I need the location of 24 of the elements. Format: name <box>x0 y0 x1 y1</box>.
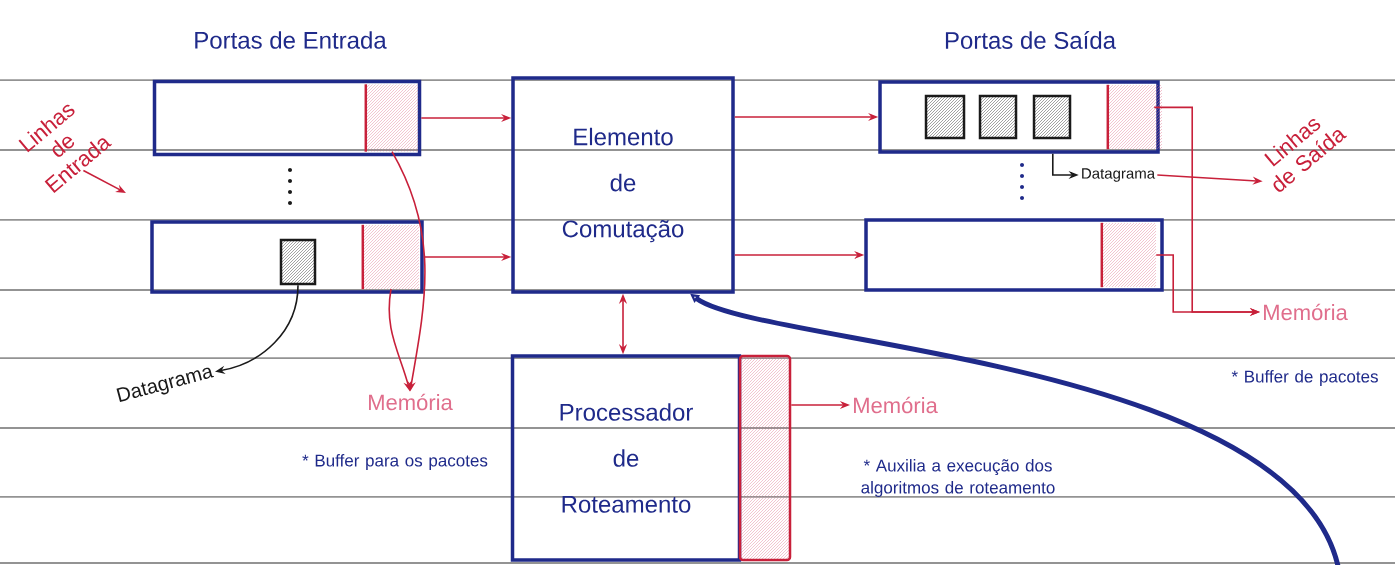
processor-box: Processador de Roteamento <box>510 354 742 562</box>
datagram-block <box>924 94 966 140</box>
memory-cell <box>361 224 365 290</box>
switch-box: Elemento de Comutação <box>511 76 735 294</box>
datagram-label: Datagrama <box>1082 168 1156 182</box>
note-text: * Buffer de pacotes <box>1231 370 1378 386</box>
datagram-block <box>978 94 1018 140</box>
memory-cell <box>1106 84 1110 150</box>
note-text: * Auxilia a execução dos algoritmos de roteamento <box>861 459 1055 497</box>
note-text: * Buffer para os pacotes <box>302 454 488 470</box>
port-box <box>152 79 422 157</box>
memory-label: Memória <box>369 393 453 411</box>
memory-cell <box>1100 222 1104 288</box>
port-box <box>150 220 424 294</box>
heading: Portas de Entrada <box>195 31 387 49</box>
memory-bar <box>738 354 792 562</box>
datagram-block <box>1032 94 1072 140</box>
port-box <box>864 218 1164 292</box>
datagram-block <box>279 238 317 286</box>
memory-cell <box>364 84 368 152</box>
port-box <box>878 80 1160 154</box>
heading: Portas de Saída <box>945 31 1117 49</box>
memory-label: Memória <box>854 396 938 414</box>
memory-label: Memória <box>1264 303 1348 321</box>
